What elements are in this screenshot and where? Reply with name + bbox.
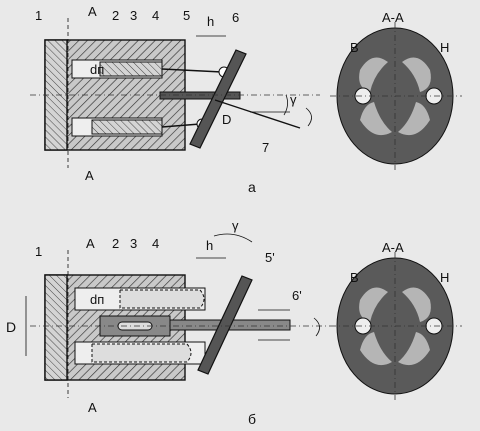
top-section-title: A-A <box>382 10 404 25</box>
bottom-gamma-arc <box>213 233 253 243</box>
bottom-label-4: 4 <box>152 236 159 251</box>
bottom-label-2: 2 <box>112 236 119 251</box>
bottom-swash-plate <box>197 275 253 375</box>
top-lower-rod <box>161 123 201 128</box>
top-gamma-arc <box>283 94 288 116</box>
bottom-label-dn: dп <box>90 292 104 307</box>
top-section-view <box>330 22 462 170</box>
bottom-label-h: h <box>206 238 213 253</box>
top-label-gamma: γ <box>290 92 297 107</box>
top-label-section-a: A <box>88 4 97 19</box>
top-label-5: 5 <box>183 8 190 23</box>
bottom-label-1: 1 <box>35 244 42 259</box>
bottom-label-section-a-bottom: A <box>88 400 97 415</box>
bottom-section-label-b: B <box>350 270 359 285</box>
top-section-label-b: B <box>350 40 359 55</box>
top-label-1: 1 <box>35 8 42 23</box>
bottom-label-3: 3 <box>130 236 137 251</box>
bottom-rotation-arrow <box>313 317 320 337</box>
top-label-3: 3 <box>130 8 137 23</box>
bottom-section-label-h: H <box>440 270 449 285</box>
bottom-label-gamma: γ <box>232 218 239 233</box>
bottom-diagram <box>25 233 330 398</box>
top-upper-rod <box>161 68 223 73</box>
bottom-upper-piston <box>119 289 205 309</box>
top-label-7: 7 <box>262 140 269 155</box>
top-rotation-arrow <box>305 107 312 127</box>
bottom-label-6: 6' <box>292 288 302 303</box>
top-port-left-lower <box>360 102 392 136</box>
top-port-left-upper <box>359 57 388 92</box>
top-section-label-h: H <box>440 40 449 55</box>
top-port-right-lower <box>398 102 430 136</box>
top-swash-plate <box>189 49 247 149</box>
bottom-section-title: A-A <box>382 240 404 255</box>
top-diagram <box>30 18 320 168</box>
top-label-section-a-bottom: A <box>85 168 94 183</box>
top-label-6: 6 <box>232 10 239 25</box>
bottom-caption: б <box>248 411 256 427</box>
bottom-port-right-lower <box>398 332 430 366</box>
bottom-port-left-lower <box>360 332 392 366</box>
bottom-section-view <box>330 252 462 400</box>
top-label-dn: dп <box>90 62 104 77</box>
bottom-port-left-upper <box>359 287 388 322</box>
bottom-label-D: D <box>6 319 16 335</box>
top-lower-piston <box>91 119 163 135</box>
bottom-label-5: 5' <box>265 250 275 265</box>
bottom-port-right-upper <box>402 287 431 322</box>
top-label-h: h <box>207 14 214 29</box>
bottom-lower-piston <box>91 343 192 363</box>
top-label-2: 2 <box>112 8 119 23</box>
top-port-right-upper <box>402 57 431 92</box>
top-label-D: D <box>222 112 231 127</box>
top-label-4: 4 <box>152 8 159 23</box>
top-caption: a <box>248 179 256 195</box>
top-upper-piston <box>99 61 163 77</box>
bottom-label-section-a: A <box>86 236 95 251</box>
bottom-distributor-plate <box>44 274 68 381</box>
top-drive-shaft <box>214 99 301 129</box>
top-shaft <box>159 91 241 100</box>
